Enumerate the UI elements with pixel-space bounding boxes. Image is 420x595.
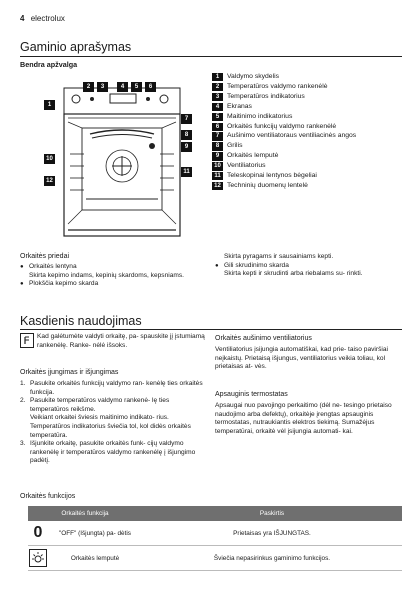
function-name: Orkaitės lemputė [48,545,142,571]
lamp-icon [28,545,48,571]
callout-12: 12 [44,176,55,186]
off-position-icon: 0 [28,521,48,546]
accessory-desc: Skirta pyragams ir sausainiams kepti. [224,253,334,260]
section-title-product: Gaminio aprašymas [20,40,132,54]
callout-10: 10 [44,154,55,164]
callout-4: 4 [117,82,128,92]
step-item: 2.Pasukite temperatūros valdymo rankenė-… [20,397,170,413]
overview-subtitle: Bendra apžvalga [20,60,78,69]
fan-title: Orkaitės aušinimo ventiliatorius [215,335,312,342]
page-header: 4 electrolux [20,14,65,23]
list-item: Plokščia kepimo skarda [20,280,205,289]
callout-2: 2 [83,82,94,92]
accessory-desc: Skirta kepimo indams, kepinių skardoms, … [29,271,185,279]
table-row: 0 "OFF" (Išjungta) pa- dėtis Prietaisas … [28,521,402,546]
table-header-row: Orkaitės funkcija Paskirtis [28,506,402,521]
note-icon [20,333,34,348]
functions-table: Orkaitės funkcija Paskirtis 0 "OFF" (Išj… [28,506,402,571]
callout-5: 5 [131,82,142,92]
callout-8: 8 [181,130,192,140]
step-extra: Temperatūros indikatorius šviečia tol, k… [30,422,191,439]
safety-text: Apsaugai nuo pavojingo perkaitimo (dėl n… [215,402,392,435]
safety-title: Apsauginis termostatas [215,391,288,398]
callout-3: 3 [97,82,108,92]
accessories-list-right: Skirta pyragams ir sausainiams kepti. Gi… [215,253,400,279]
brand-name: electrolux [30,14,65,23]
function-purpose: Šviečia nepasirinkus gaminimo funkcijos. [142,545,402,571]
function-name: "OFF" (Išjungta) pa- dėtis [48,521,142,546]
column-header-purpose: Paskirtis [142,506,402,521]
list-item: Orkaitės lentyna [20,263,205,272]
callout-11: 11 [181,167,192,177]
accessories-title: Orkaitės priedai [20,253,70,260]
fan-text: Ventiliatorius įsijungia automatiškai, k… [215,346,388,371]
step-item: 3.Išjunkite orkaitę, pasukite orkaitės f… [20,440,196,465]
section-title-daily-use: Kasdienis naudojimas [20,314,142,328]
accessory-desc: Skirta kepti ir skrudinti arba riebalams… [224,270,363,278]
note-text: Kad galėtumėte valdyti orkaitę, pa- spau… [37,333,205,349]
step-extra: Veikiant orkaitei šviesis maitinimo indi… [30,414,169,422]
functions-title: Orkaitės funkcijos [20,493,76,500]
section-rule-2 [20,329,402,330]
onoff-steps: 1.Pasukite orkaitės funkcijų valdymo ran… [20,380,208,466]
onoff-title: Orkaitės įjungimas ir išjungimas [20,369,119,376]
step-item: 1.Pasukite orkaitės funkcijų valdymo ran… [20,380,203,396]
page-number: 4 [20,14,25,23]
list-item: Gili skrudinimo skarda [215,262,400,271]
callout-1: 1 [44,100,55,110]
table-row: Orkaitės lemputė Šviečia nepasirinkus ga… [28,545,402,571]
column-header-function: Orkaitės funkcija [28,506,142,521]
oven-diagram [63,87,181,237]
accessories-list-left: Orkaitės lentyna Skirta kepimo indams, k… [20,263,205,289]
callout-9: 9 [181,142,192,152]
section-rule-1 [20,56,402,57]
function-purpose: Prietaisas yra IŠJUNGTAS. [142,521,402,546]
callout-6: 6 [145,82,156,92]
callout-7: 7 [181,114,192,124]
